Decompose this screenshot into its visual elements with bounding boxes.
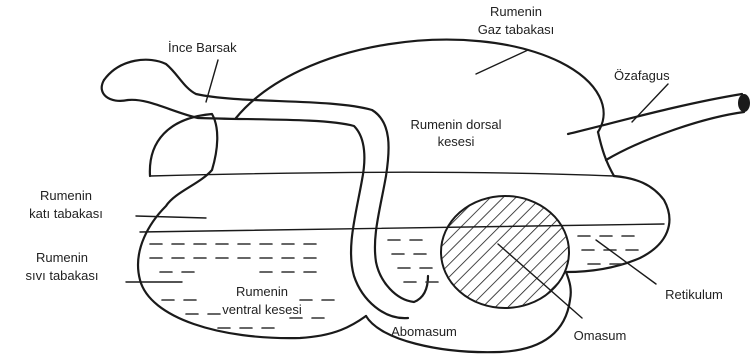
label-gaz-line1: Rumenin (490, 4, 542, 19)
label-dorsal-line1: Rumenin dorsal (410, 117, 501, 132)
label-abomasum: Abomasum (391, 324, 457, 339)
label-sivi-line1: Rumenin (36, 250, 88, 265)
reticulum-dashes (578, 236, 638, 264)
small-intestine-outer (104, 60, 428, 302)
gas-solid-boundary (150, 172, 614, 176)
dorsal-sac-right (598, 132, 614, 176)
label-sivi-line2: sıvı tabakası (26, 268, 99, 283)
label-dorsal-line2: kesesi (438, 134, 475, 149)
label-ozafagus: Özafagus (614, 68, 670, 83)
solid-liquid-boundary (140, 224, 664, 232)
leader-kati (136, 216, 206, 218)
label-ince-barsak: İnce Barsak (168, 40, 237, 55)
label-kati-line1: Rumenin (40, 188, 92, 203)
label-ventral-line2: ventral kesesi (222, 302, 302, 317)
middle-liquid-dashes (388, 240, 438, 282)
leader-gaz (476, 50, 528, 74)
oesophagus-opening (738, 94, 750, 112)
omasum-hatched (441, 196, 569, 308)
label-gaz-line2: Gaz tabakası (478, 22, 555, 37)
leader-ozafagus (632, 84, 668, 122)
label-retikulum: Retikulum (665, 287, 723, 302)
label-ventral-line1: Rumenin (236, 284, 288, 299)
label-kati-line2: katı tabakası (29, 206, 103, 221)
oesophagus-upper (568, 94, 742, 134)
label-omasum: Omasum (574, 328, 627, 343)
leader-retikulum (596, 240, 656, 284)
